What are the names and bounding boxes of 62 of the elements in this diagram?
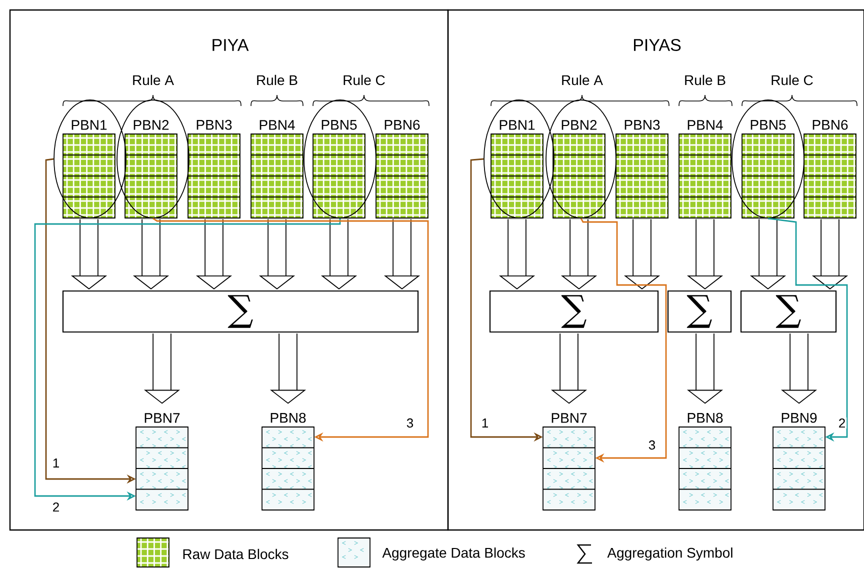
aggregate-data-block: PBN8 xyxy=(678,412,732,510)
node-label: PBN5 xyxy=(322,120,357,130)
aggregation-box: ∑ xyxy=(667,290,732,333)
connector-arrow xyxy=(580,218,667,463)
node-label: PBN9 xyxy=(782,412,817,423)
connector-arrow xyxy=(152,218,429,442)
node-label: PBN4 xyxy=(260,120,295,130)
legend-label: Raw Data Blocks xyxy=(183,548,288,560)
node-label: PBN1 xyxy=(500,120,535,130)
rule-label: Rule A xyxy=(133,74,174,86)
node-label: PBN6 xyxy=(384,120,420,130)
raw-data-block: PBN4 xyxy=(250,120,304,218)
legend-label: Aggregation Symbol xyxy=(607,547,732,561)
node-label: PBN6 xyxy=(812,120,848,130)
raw-data-block: PBN5 xyxy=(742,120,794,218)
node-label: PBN7 xyxy=(144,413,180,423)
raw-data-block: PBN1 xyxy=(62,120,116,218)
grouping-ellipse xyxy=(54,100,126,218)
aggregation-box: ∑ xyxy=(62,290,419,333)
raw-data-block: PBN5 xyxy=(312,120,366,218)
connector-arrow xyxy=(768,218,848,442)
aggregation-box: ∑ xyxy=(489,290,659,333)
grouping-ellipse xyxy=(546,100,616,218)
edge-label: 3 xyxy=(647,439,657,451)
aggregate-data-block: PBN9 xyxy=(772,412,826,510)
aggregate-data-block: PBN8 xyxy=(262,412,314,510)
grouping-ellipse xyxy=(732,100,804,218)
legend-label: Aggregate Data Blocks xyxy=(382,547,525,561)
raw-data-block: PBN2 xyxy=(552,120,606,218)
grouping-ellipse xyxy=(116,100,190,218)
node-label: PBN5 xyxy=(750,120,786,130)
grouping-ellipse xyxy=(304,100,376,218)
raw-data-block: PBN2 xyxy=(124,120,178,218)
rule-label: Rule B xyxy=(685,74,726,86)
node-label: PBN3 xyxy=(196,120,232,130)
raw-data-block: PBN3 xyxy=(188,120,240,218)
grouping-ellipse xyxy=(484,100,554,218)
raw-data-block: PBN4 xyxy=(678,120,732,218)
rule-label: Rule B xyxy=(257,74,298,86)
rule-label: Rule C xyxy=(344,74,385,86)
node-label: PBN4 xyxy=(688,120,723,130)
node-label: PBN2 xyxy=(562,120,597,130)
node-label: PBN3 xyxy=(624,120,660,130)
node-label: PBN2 xyxy=(134,120,169,130)
edge-label: 1 xyxy=(51,458,61,468)
aggregate-data-block: PBN7 xyxy=(136,413,188,510)
rule-label: Rule C xyxy=(772,74,813,86)
edge-label: 3 xyxy=(405,417,415,429)
aggregation-box: ∑ xyxy=(740,290,837,333)
aggregate-data-block: PBN7 xyxy=(542,413,596,510)
raw-data-block: PBN6 xyxy=(804,120,856,218)
node-label: PBN7 xyxy=(552,413,587,423)
raw-data-block: PBN1 xyxy=(490,120,544,218)
raw-data-block: PBN6 xyxy=(376,120,428,218)
raw-data-block: PBN3 xyxy=(616,120,668,218)
edge-label: 1 xyxy=(480,418,490,428)
node-label: PBN8 xyxy=(270,412,306,423)
node-label: PBN8 xyxy=(688,412,723,423)
node-label: PBN1 xyxy=(72,120,107,130)
edge-label: 2 xyxy=(51,501,61,513)
edge-label: 2 xyxy=(837,417,847,429)
rule-label: Rule A xyxy=(562,74,603,86)
